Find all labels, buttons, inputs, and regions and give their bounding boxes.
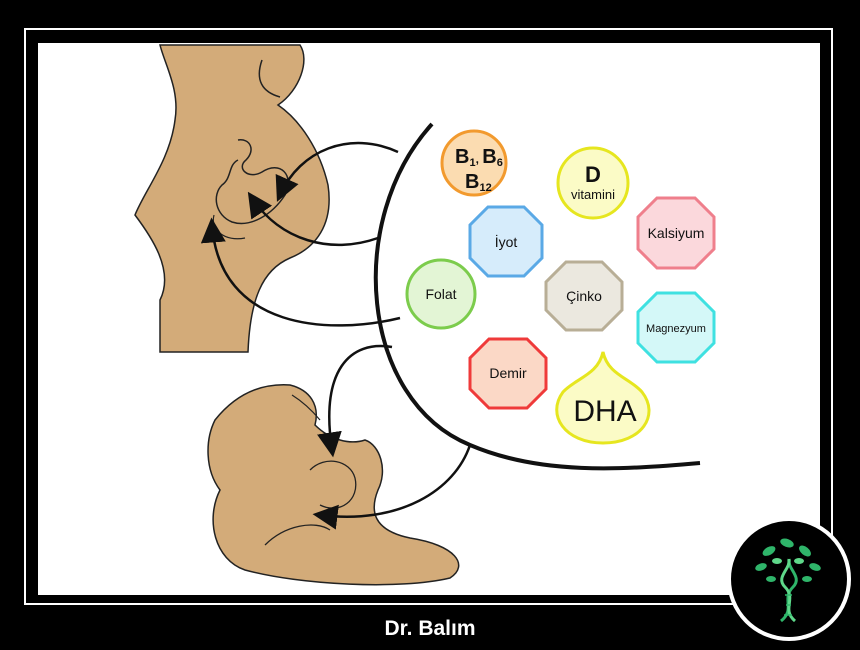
nutrient-calcium: Kalsiyum [636,196,716,270]
b-sep: , [476,152,483,166]
nutrient-vitamin-d: D vitamini [556,146,630,220]
nutrient-b-vitamins: B1, B6 B12 [440,129,508,197]
dha-label: DHA [573,395,636,428]
pregnant-woman-figure [134,44,330,353]
nutrient-magnesium: Magnezyum [636,291,716,364]
nutrient-dha: DHA [555,351,651,445]
arrow-to-infant-upper [317,344,393,458]
arrow-to-fetus-lower [200,217,401,327]
nutrient-iron: Demir [468,337,548,410]
b1-sub: 1 [469,157,475,169]
svg-text:B12: B12 [465,171,492,194]
b12-sub: 12 [479,182,491,194]
arrow-to-fetus-middle [247,191,379,246]
magnesium-label: Magnezyum [646,323,706,335]
nutrient-iodine: İyot [468,205,544,278]
dna-tree-logo-icon [727,517,851,641]
calcium-label: Kalsiyum [648,225,705,241]
vitamin-d-letter: D [585,162,601,187]
b6-label: B [482,146,496,168]
nutrient-folate: Folat [405,258,477,330]
arrow-to-fetus-upper [275,141,399,202]
breastfeeding-woman-figure [207,384,460,586]
iodine-label: İyot [495,233,518,250]
nutrient-boundary-arc [373,122,701,471]
credit-caption: Dr. Balım [384,617,476,640]
outer-frame [24,28,833,605]
b6-sub: 6 [497,157,503,169]
vitamin-d-word: vitamini [571,187,615,202]
svg-text:B1, B6: B1, B6 [455,146,503,169]
b1-label: B [455,146,469,168]
zinc-label: Çinko [566,288,602,304]
folate-label: Folat [425,286,456,302]
b12-label: B [465,171,479,193]
iron-label: Demir [489,365,527,381]
nutrient-zinc: Çinko [544,260,624,332]
arrow-to-infant-lower [312,444,472,530]
